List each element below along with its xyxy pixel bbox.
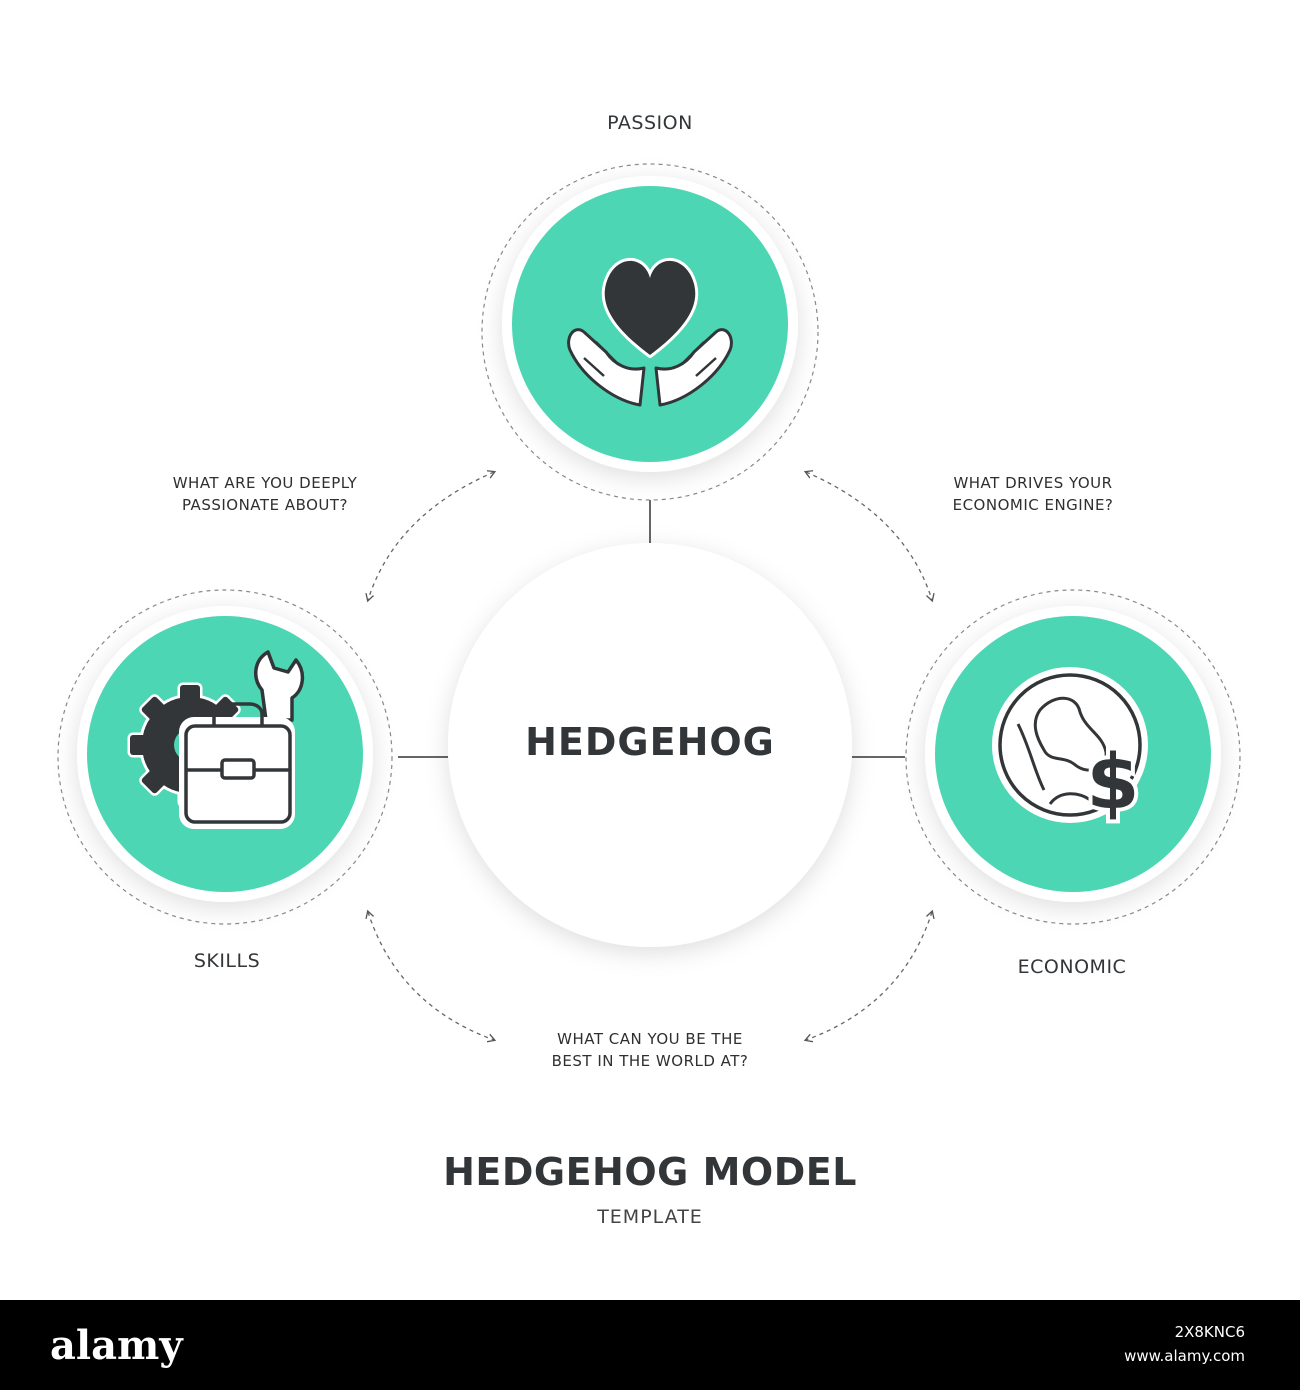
- question-passion-line-1: WHAT ARE YOU DEEPLY: [172, 474, 358, 492]
- hands-heart-icon: [567, 257, 733, 407]
- passion-dashed-ring: [481, 163, 819, 501]
- economic-dashed-ring: [905, 589, 1241, 925]
- hedgehog-diagram: $: [57, 163, 1241, 1300]
- question-best-line-2: BEST IN THE WORLD AT?: [551, 1052, 749, 1070]
- question-economic-line-2: ECONOMIC ENGINE?: [952, 496, 1114, 514]
- question-best-line-1: WHAT CAN YOU BE THE: [557, 1030, 743, 1048]
- question-economic-line-1: WHAT DRIVES YOUR: [953, 474, 1113, 492]
- svg-text:$: $: [1087, 737, 1140, 826]
- watermark-info: 2X8KNC6 www.alamy.com: [1124, 1320, 1245, 1368]
- skills-dashed-ring: [57, 589, 393, 925]
- arrow-passion-skills: [368, 472, 494, 600]
- question-economic: WHAT DRIVES YOUR ECONOMIC ENGINE?: [888, 472, 1178, 516]
- watermark-bar: alamy 2X8KNC6 www.alamy.com: [0, 1300, 1300, 1390]
- center-title: HEDGEHOG: [525, 720, 775, 764]
- arrow-economic-best: [806, 912, 932, 1040]
- economic-node: $: [905, 589, 1241, 925]
- model-title: HEDGEHOG MODEL: [443, 1150, 857, 1194]
- question-best: WHAT CAN YOU BE THE BEST IN THE WORLD AT…: [500, 1028, 800, 1072]
- gear-wrench-briefcase-icon: [127, 650, 305, 829]
- question-passion-line-2: PASSIONATE ABOUT?: [181, 496, 349, 514]
- arrow-skills-best: [368, 912, 494, 1040]
- center-circle: [448, 543, 852, 947]
- arrow-passion-economic: [806, 472, 932, 600]
- skills-node: [57, 589, 393, 925]
- globe-dollar-icon: $: [992, 667, 1148, 830]
- passion-node: [481, 163, 819, 501]
- watermark-image-id: 2X8KNC6: [1174, 1323, 1245, 1341]
- economic-label: ECONOMIC: [1017, 956, 1127, 978]
- watermark-site: www.alamy.com: [1124, 1347, 1245, 1365]
- passion-label: PASSION: [607, 112, 693, 134]
- question-passion: WHAT ARE YOU DEEPLY PASSIONATE ABOUT?: [120, 472, 410, 516]
- skills-label: SKILLS: [193, 950, 261, 972]
- model-subtitle: TEMPLATE: [597, 1206, 703, 1228]
- watermark-logo: alamy: [50, 1322, 183, 1369]
